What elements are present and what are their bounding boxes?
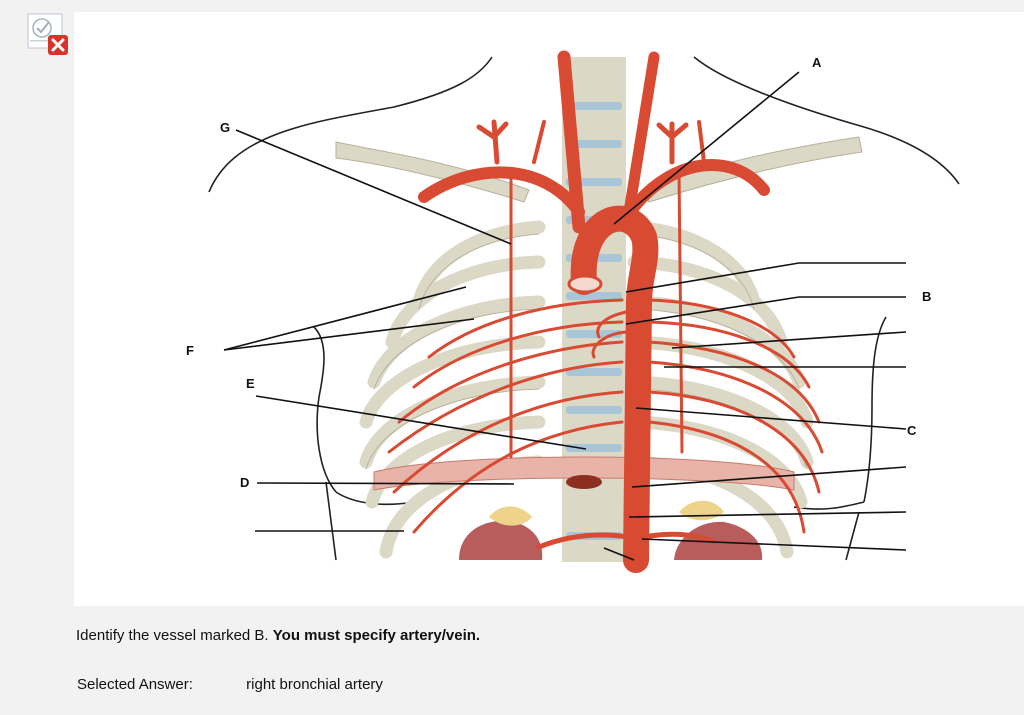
kidneys [459,500,763,560]
anatomy-figure: A B C D E F G [74,12,1024,606]
selected-answer-row: Selected Answer: right bronchial artery [77,676,383,693]
question-text: Identify the vessel marked B. You must s… [76,627,480,644]
selected-answer-label: Selected Answer: [77,676,193,693]
diagram-label-e: E [246,376,255,391]
question-emphasis: You must specify artery/vein. [272,627,481,644]
aortic-root [567,274,603,294]
aorta-and-branches [387,50,824,573]
diagram-label-b: B [922,289,932,304]
selected-answer-value: right bronchial artery [246,676,383,693]
diagram-label-a: A [812,55,822,70]
question-prompt: Identify the vessel marked B. [76,627,269,644]
diagram-label-c: C [907,423,917,438]
thoracic-arteries-diagram [208,50,960,573]
diagram-label-g: G [220,120,231,135]
diagram-label-f: F [186,343,194,358]
incorrect-answer-icon [26,13,70,57]
diagram-label-d: D [240,475,250,490]
leader-lines [223,71,907,561]
